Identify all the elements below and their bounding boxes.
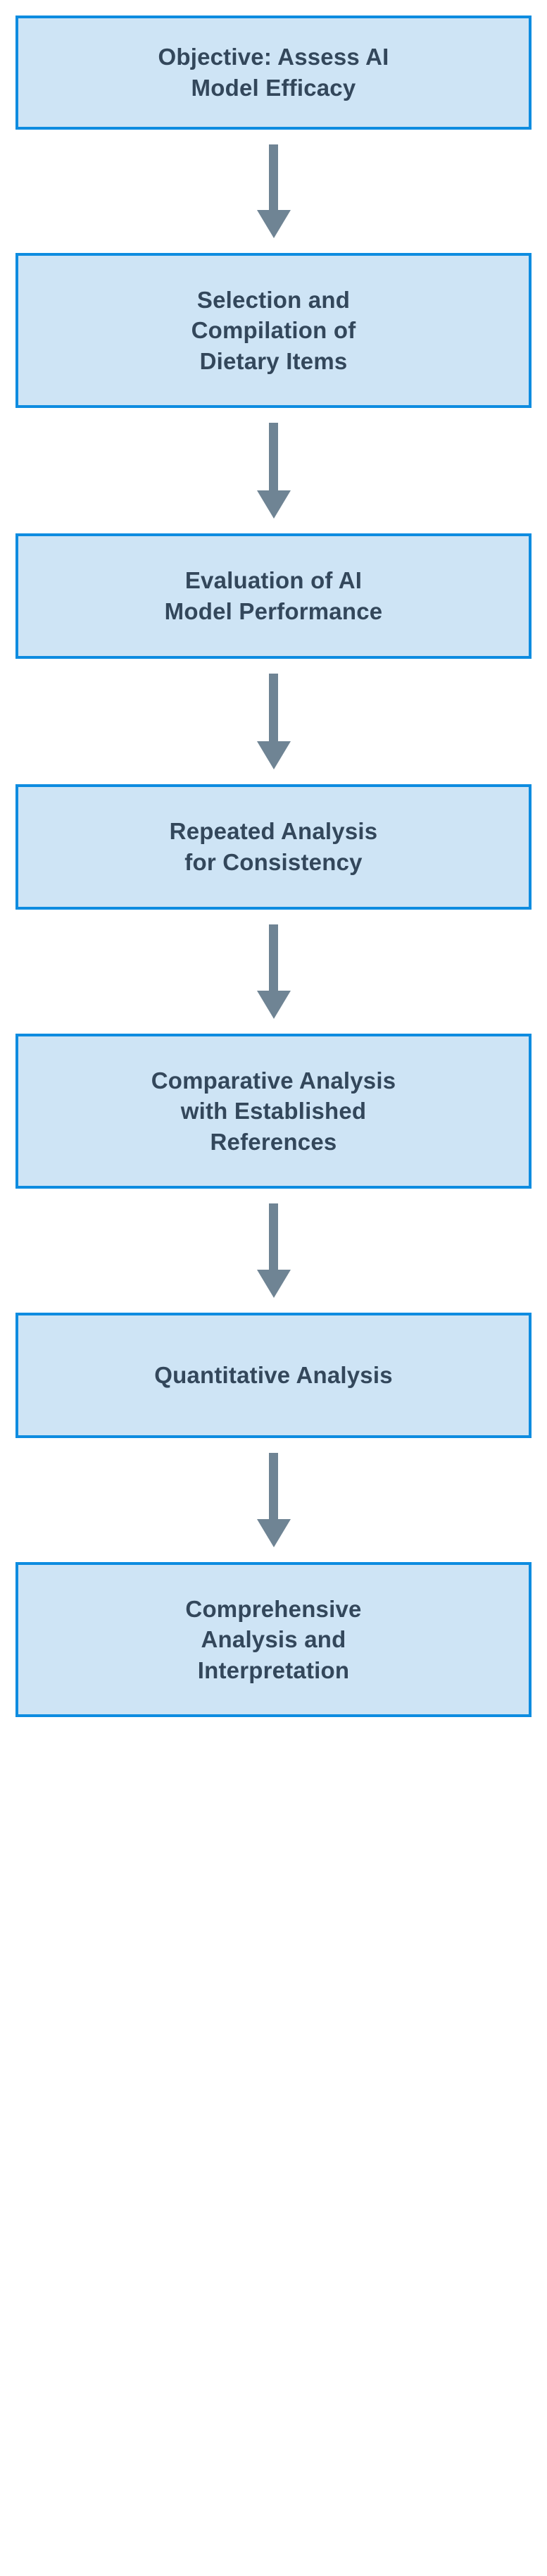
arrow-down-icon-head xyxy=(256,1519,291,1547)
arrow-down-icon-head xyxy=(256,741,291,769)
arrow-down-icon-shaft xyxy=(269,674,278,741)
flow-node-2-label: Selection and Compilation of Dietary Ite… xyxy=(191,286,356,374)
flow-node-4[interactable]: Repeated Analysis for Consistency xyxy=(15,784,532,910)
arrow-down-icon-head xyxy=(256,210,291,238)
arrow-down-icon-head xyxy=(256,991,291,1019)
bottom-spacer xyxy=(273,1717,274,2576)
flow-node-1-label: Objective: Assess AI Model Efficacy xyxy=(158,44,389,101)
flow-connector-6 xyxy=(253,1438,295,1562)
flow-node-3[interactable]: Evaluation of AI Model Performance xyxy=(15,533,532,659)
flow-connector-2 xyxy=(253,408,295,533)
flow-node-5-label: Comparative Analysis with Established Re… xyxy=(151,1067,396,1155)
flow-connector-3 xyxy=(253,659,295,784)
arrow-down-icon-head xyxy=(256,1270,291,1298)
arrow-down-icon-head xyxy=(256,490,291,519)
flow-connector-4 xyxy=(253,910,295,1034)
arrow-down-icon-shaft xyxy=(269,1453,278,1519)
flow-node-6[interactable]: Quantitative Analysis xyxy=(15,1313,532,1438)
flow-connector-5 xyxy=(253,1189,295,1313)
flow-node-4-label: Repeated Analysis for Consistency xyxy=(169,818,378,875)
arrow-down-icon-shaft xyxy=(269,144,278,210)
top-spacer xyxy=(273,0,274,16)
flow-node-5[interactable]: Comparative Analysis with Established Re… xyxy=(15,1034,532,1189)
arrow-down-icon-shaft xyxy=(269,924,278,991)
flow-node-3-label: Evaluation of AI Model Performance xyxy=(164,567,383,624)
flow-node-2[interactable]: Selection and Compilation of Dietary Ite… xyxy=(15,253,532,408)
flow-connector-1 xyxy=(253,130,295,253)
flow-node-6-label: Quantitative Analysis xyxy=(154,1362,393,1389)
arrow-down-icon-shaft xyxy=(269,423,278,490)
flow-node-7[interactable]: Comprehensive Analysis and Interpretatio… xyxy=(15,1562,532,1717)
flow-node-1[interactable]: Objective: Assess AI Model Efficacy xyxy=(15,16,532,130)
flow-node-7-label: Comprehensive Analysis and Interpretatio… xyxy=(185,1595,362,1683)
arrow-down-icon-shaft xyxy=(269,1203,278,1270)
